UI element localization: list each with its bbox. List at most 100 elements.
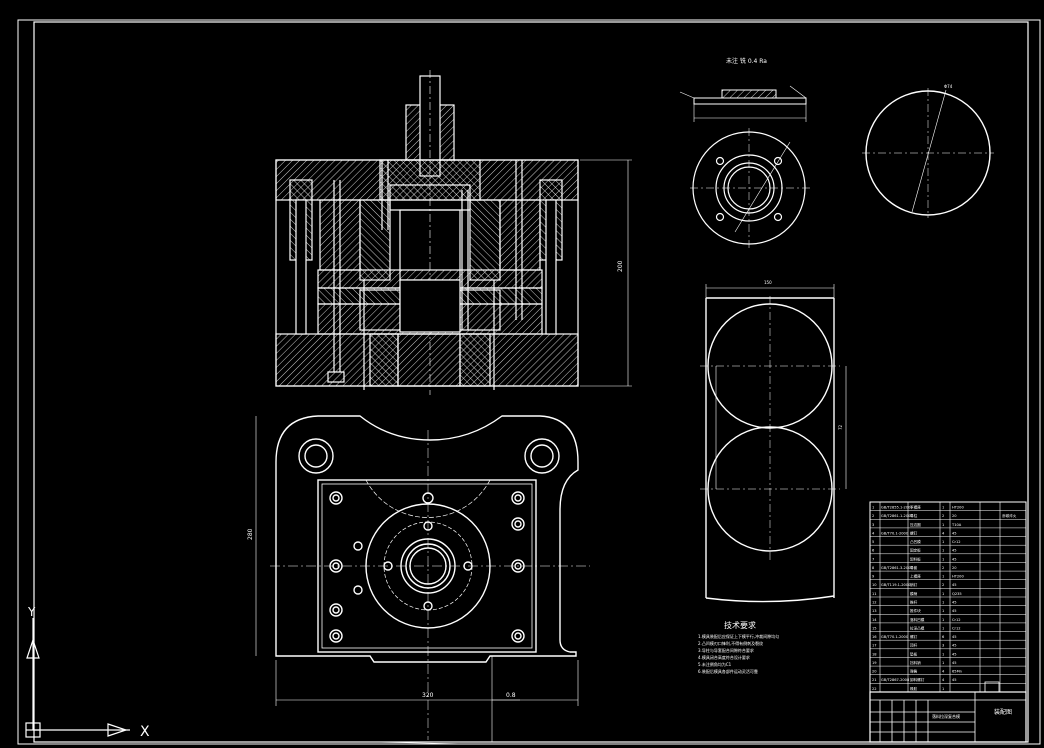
outer-frame (17, 19, 1041, 745)
feed-dim: 72 (838, 424, 843, 430)
bom-cell-code: GB/T70.1-2000 (881, 531, 909, 535)
bom-cell-no: 12 (872, 600, 877, 604)
bom-cell-code: GB/T70.1-2000 (881, 635, 909, 639)
bom-cell-mat: 45 (952, 661, 957, 665)
bom-cell-mat: 45 (952, 549, 957, 553)
bom-cell-name: 压边圈 (910, 522, 921, 527)
bom-cell-qty: 1 (942, 609, 944, 613)
bom-cell-no: 8 (872, 566, 875, 570)
bom-cell-name: 固定板 (910, 548, 921, 553)
bom-cell-name: 挡料销 (910, 660, 921, 665)
bom-cell-code: GB/T2867-2008 (881, 678, 910, 682)
bom-cell-no: 21 (872, 678, 877, 682)
bom-cell-code: GB/T2861.3-2008 (881, 566, 913, 570)
title-block[interactable] (869, 681, 1027, 743)
bom-cell-no: 3 (872, 523, 874, 527)
bom-cell-name: 螺钉 (910, 530, 918, 535)
scale-note: 未注 铣 0.4 Ra (726, 57, 767, 65)
bom-cell-name: 卸料螺钉 (910, 677, 925, 682)
blank-circle-view[interactable] (862, 88, 994, 218)
notes-list: 1.模具装配后应保证上下模平行,冲裁间隙均匀 2.凸凹模刃口锋利,不得有倒刺及裂… (698, 633, 779, 674)
bom-cell-name: 凸凹模 (910, 539, 921, 544)
bom-cell-name: 销钉 (910, 582, 918, 587)
bom-cell-name: 导柱 (910, 513, 918, 518)
ucs-y-label: Y (27, 605, 36, 619)
bom-cell-no: 11 (872, 592, 877, 596)
die-height-dim: 200 (617, 260, 624, 272)
note-line: 1.模具装配后应保证上下模平行,冲裁间隙均匀 (698, 633, 779, 639)
bom-cell-name: 卸料板 (910, 556, 921, 561)
part-section[interactable] (679, 85, 807, 122)
bom-cell-code: GB/T2861.1-2008 (881, 514, 913, 518)
bom-cell-name: 螺钉 (910, 634, 918, 639)
bom-cell-name: 导套 (910, 565, 918, 570)
bom-cell-mat: Cr12 (952, 618, 961, 622)
bom-cell-name: 上模座 (910, 574, 921, 579)
inner-frame (33, 21, 1029, 743)
bom-cell-name: 顶杆 (910, 643, 918, 648)
bom-cell-code: GB/T119.1-2000 (881, 583, 911, 587)
bom-cell-qty: 3 (942, 644, 944, 648)
bom-cell-mat: 45 (952, 644, 957, 648)
bom-cell-qty: 4 (942, 678, 945, 682)
bom-cell-note: 渗碳淬火 (1002, 513, 1017, 518)
bom-cell-mat: 45 (952, 600, 957, 604)
plan-width-dim: 320 (422, 692, 434, 699)
bom-cell-no: 20 (872, 670, 877, 674)
bom-cell-no: 19 (872, 661, 877, 665)
bom-cell-name: 弹簧 (910, 669, 918, 674)
bom-cell-qty: 1 (942, 540, 944, 544)
bom-cell-name: 落料凹模 (910, 617, 925, 622)
bom-cell-no: 1 (872, 505, 874, 509)
note-line: 6.装配后模具各部件运动灵活可靠 (698, 668, 758, 674)
bom-cell-name: 模柄 (910, 591, 918, 596)
plan-depth-dim: 280 (247, 528, 254, 540)
bom-cell-mat: Cr12 (952, 540, 961, 544)
bom-cell-mat: 20 (952, 566, 957, 570)
bom-cell-name: 下模座 (910, 504, 921, 509)
bom-cell-no: 16 (872, 635, 877, 639)
bom-cell-name: 推件块 (910, 608, 921, 613)
bom-cell-no: 6 (872, 549, 875, 553)
bom-cell-qty: 1 (942, 523, 944, 527)
bom-cell-mat: 45 (952, 531, 957, 535)
bom-cell-qty: 4 (942, 670, 945, 674)
bom-cell-qty: 4 (942, 531, 945, 535)
bom-cell-qty: 1 (942, 652, 944, 656)
bom-cell-mat: 45 (952, 557, 957, 561)
bom-cell-qty: 6 (942, 635, 945, 639)
bom-cell-no: 14 (872, 618, 877, 622)
bom-cell-mat: 45 (952, 652, 957, 656)
plan-view[interactable] (255, 415, 590, 745)
blank-dia-dim: Φ74 (944, 84, 953, 89)
strip-layout[interactable] (700, 284, 847, 603)
bom-cell-mat: HT200 (952, 505, 964, 509)
bom-cell-qty: 1 (942, 618, 944, 622)
bom-cell-name: 推杆 (910, 599, 918, 604)
bom-cell-no: 4 (872, 531, 875, 535)
bom-cell-mat: HT200 (952, 575, 964, 579)
bom-cell-code: GB/T2855.1-2008 (881, 505, 913, 509)
bom-cell-no: 7 (872, 557, 874, 561)
bom-cell-no: 22 (872, 687, 877, 691)
bom-cell-no: 18 (872, 652, 877, 656)
bom-cell-qty: 2 (942, 514, 944, 518)
bom-cell-qty: 1 (942, 575, 944, 579)
bom-cell-no: 2 (872, 514, 874, 518)
bom-cell-qty: 1 (942, 549, 944, 553)
ucs-icon (25, 618, 130, 738)
bom-cell-mat: 45 (952, 609, 957, 613)
bom-cell-mat: Q235 (952, 592, 962, 596)
part-top-view[interactable] (690, 128, 810, 248)
section-view[interactable] (275, 70, 632, 395)
bom-cell-no: 13 (872, 609, 877, 613)
bom-cell-mat: T10A (951, 523, 962, 527)
bom-cell-mat: 45 (952, 678, 957, 682)
bom-cell-qty: 1 (942, 661, 944, 665)
notes-heading: 技术要求 (724, 620, 756, 630)
note-line: 3.导柱与导套配合间隙符合要求 (698, 647, 754, 653)
note-line: 2.凸凹模刃口锋利,不得有倒刺及裂纹 (698, 640, 763, 646)
bom-cell-no: 10 (872, 583, 877, 587)
drawing-name: 落料拉深复合模 (932, 713, 960, 719)
